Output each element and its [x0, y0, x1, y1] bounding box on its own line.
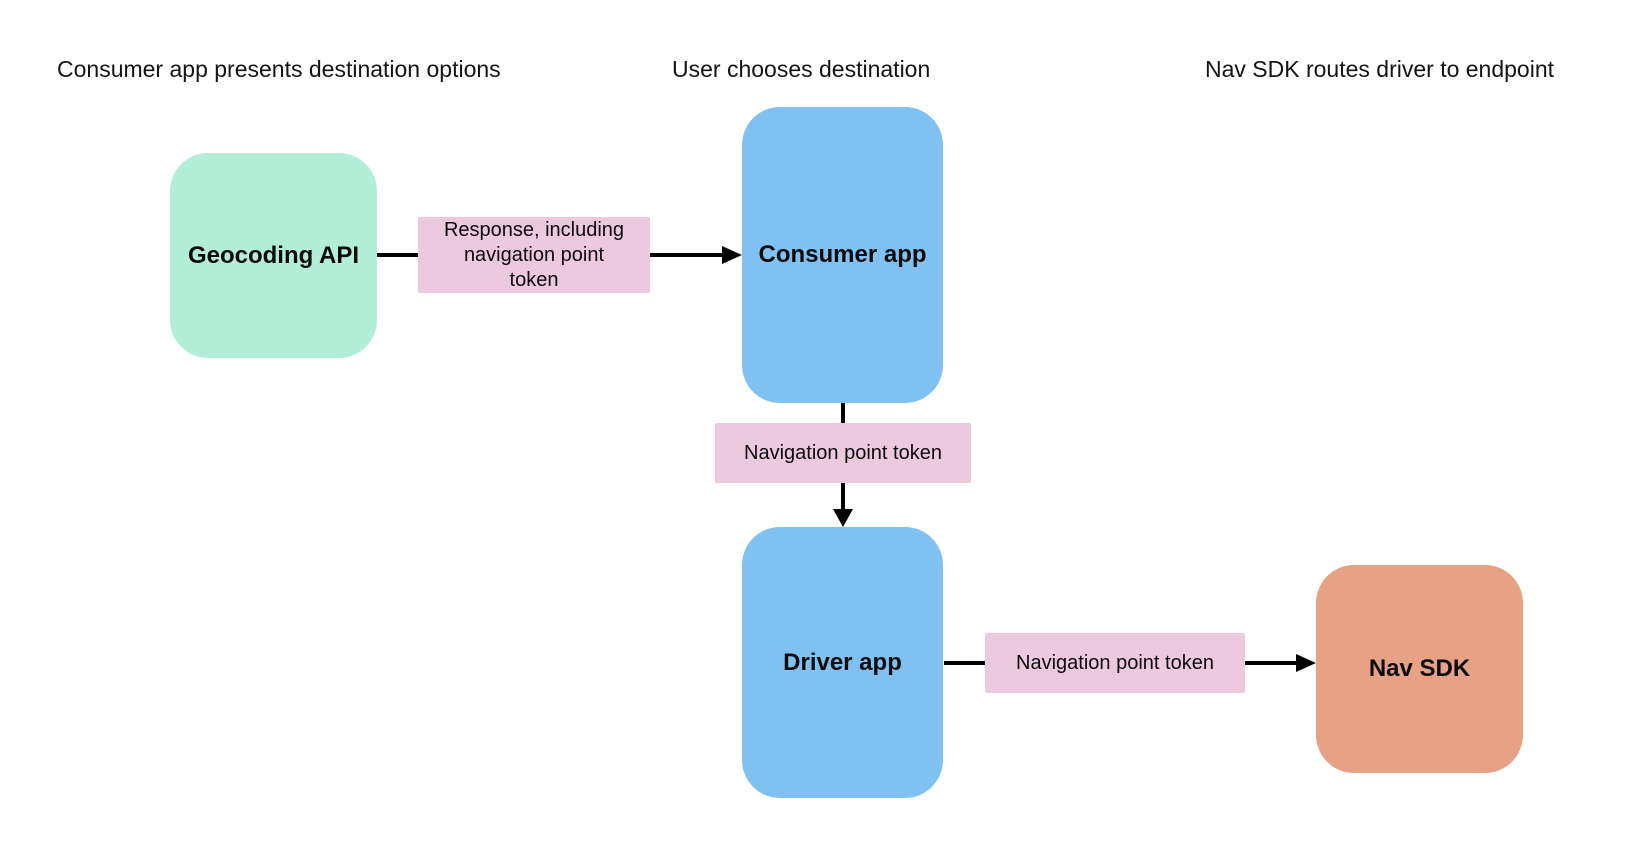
- stage-heading-3: Nav SDK routes driver to endpoint: [1205, 56, 1555, 82]
- node-geocoding-api: Geocoding API: [170, 153, 377, 358]
- node-geocoding-api-label: Geocoding API: [187, 241, 360, 269]
- edge-driver-to-navsdk-line-end: [1245, 661, 1297, 665]
- edge-label-response-token: Response, including navigation point tok…: [418, 217, 650, 293]
- edge-geocoding-to-consumer-line-end: [650, 253, 722, 257]
- edge-label-response-token-text: Response, including navigation point tok…: [443, 218, 625, 291]
- node-nav-sdk-label: Nav SDK: [1368, 655, 1471, 682]
- edge-consumer-to-driver-line-start: [841, 403, 845, 423]
- arrowhead-down-icon: [833, 509, 853, 527]
- arrowhead-right-icon: [1296, 654, 1316, 672]
- node-consumer-app-label: Consumer app: [758, 241, 927, 268]
- edge-label-nav-point-token-1: Navigation point token: [715, 423, 971, 483]
- edge-label-nav-point-token-2: Navigation point token: [985, 633, 1245, 693]
- edge-driver-to-navsdk-line-start: [944, 661, 985, 665]
- edge-consumer-to-driver-line-end: [841, 483, 845, 510]
- edge-geocoding-to-consumer-line-start: [377, 253, 418, 257]
- edge-label-nav-point-token-2-text: Navigation point token: [1016, 651, 1214, 674]
- node-driver-app-label: Driver app: [783, 648, 902, 676]
- node-nav-sdk: Nav SDK: [1316, 565, 1523, 773]
- edge-label-nav-point-token-1-text: Navigation point token: [744, 441, 942, 464]
- stage-heading-1: Consumer app presents destination option…: [57, 56, 501, 82]
- stage-heading-2: User chooses destination: [672, 56, 931, 82]
- node-driver-app: Driver app: [742, 527, 943, 798]
- arrowhead-right-icon: [722, 246, 742, 264]
- node-consumer-app: Consumer app: [742, 107, 943, 403]
